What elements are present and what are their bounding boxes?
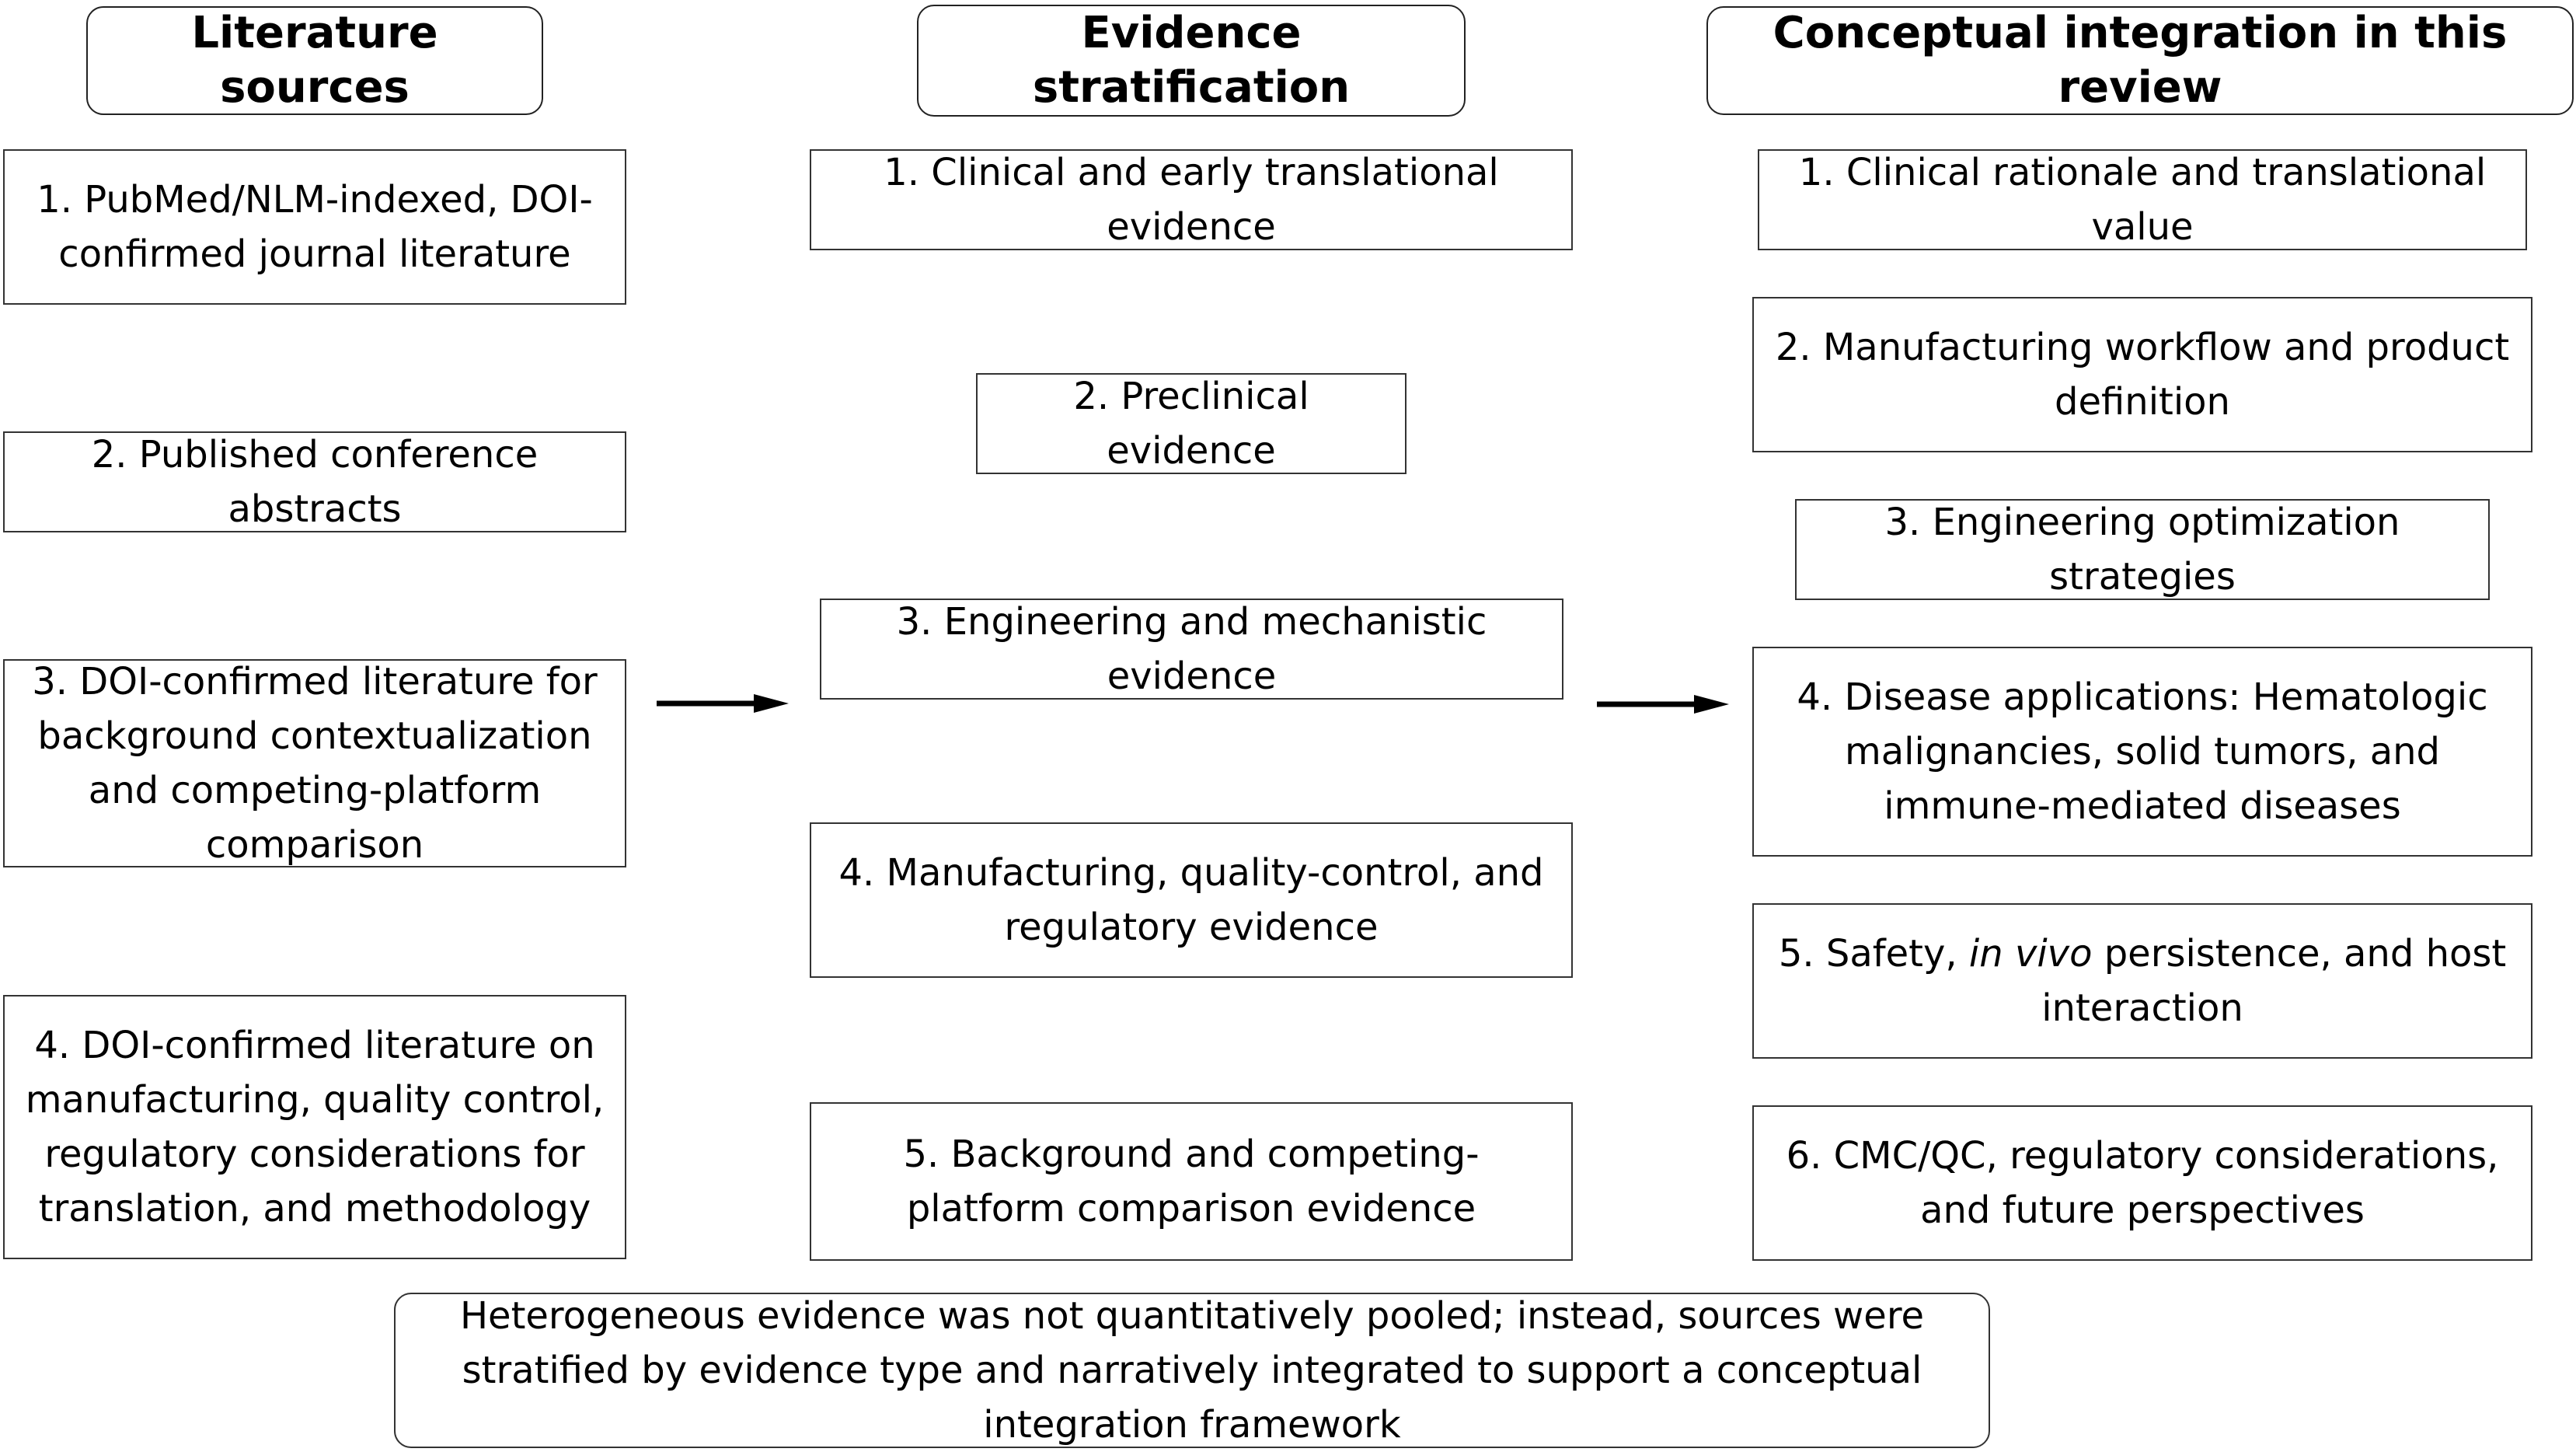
arrow-right-icon <box>657 694 789 713</box>
header-literature-sources: Literature sources <box>86 6 543 115</box>
integration-box-5-text-italic: in vivo <box>1968 932 2093 976</box>
header-evidence-stratification-label: Evidence stratification <box>1032 8 1351 113</box>
stratification-box-3-text: 3. Engineering and mechanistic evidence <box>896 600 1487 698</box>
integration-box-5-text: 5. Safety, in vivo persistence, and host… <box>1769 927 2515 1035</box>
integration-box-4-text: 4. Disease applications: Hematologic mal… <box>1797 675 2488 828</box>
integration-box-5-text-after: persistence, and host interaction <box>2041 932 2507 1030</box>
stratification-box-5-text: 5. Background and competing-platform com… <box>903 1133 1480 1230</box>
integration-box-1: 1. Clinical rationale and translational … <box>1758 149 2527 250</box>
source-box-2: 2. Published conference abstracts <box>3 431 626 532</box>
source-box-1-text: 1. PubMed/NLM-indexed, DOI-confirmed jou… <box>37 178 593 276</box>
source-box-3-text: 3. DOI-confirmed literature for backgrou… <box>32 660 598 867</box>
integration-box-3-text: 3. Engineering optimization strategies <box>1884 501 2400 599</box>
source-box-3: 3. DOI-confirmed literature for backgrou… <box>3 659 626 867</box>
header-conceptual-integration-label: Conceptual integration in this review <box>1773 8 2508 113</box>
source-box-1: 1. PubMed/NLM-indexed, DOI-confirmed jou… <box>3 149 626 305</box>
integration-box-2-text: 2. Manufacturing workflow and product de… <box>1775 326 2510 424</box>
integration-box-5-text-before: 5. Safety, <box>1778 932 1969 976</box>
arrow-right-icon <box>1597 695 1729 714</box>
header-conceptual-integration: Conceptual integration in this review <box>1706 6 2574 115</box>
footnote-text: Heterogeneous evidence was not quantitat… <box>459 1294 1925 1447</box>
header-literature-sources-label: Literature sources <box>191 8 438 113</box>
header-evidence-stratification: Evidence stratification <box>917 5 1466 117</box>
integration-box-2: 2. Manufacturing workflow and product de… <box>1752 297 2532 452</box>
stratification-box-4: 4. Manufacturing, quality-control, and r… <box>810 822 1573 978</box>
integration-box-4: 4. Disease applications: Hematologic mal… <box>1752 647 2532 857</box>
stratification-box-2-text: 2. Preclinical evidence <box>1073 375 1309 473</box>
stratification-box-2: 2. Preclinical evidence <box>976 373 1407 474</box>
stratification-box-3: 3. Engineering and mechanistic evidence <box>820 599 1563 700</box>
stratification-box-4-text: 4. Manufacturing, quality-control, and r… <box>838 851 1544 949</box>
integration-box-6: 6. CMC/QC, regulatory considerations, an… <box>1752 1105 2532 1261</box>
stratification-box-5: 5. Background and competing-platform com… <box>810 1102 1573 1261</box>
source-box-4: 4. DOI-confirmed literature on manufactu… <box>3 995 626 1259</box>
stratification-box-1: 1. Clinical and early translational evid… <box>810 149 1573 250</box>
integration-box-3: 3. Engineering optimization strategies <box>1795 499 2490 600</box>
footnote-box: Heterogeneous evidence was not quantitat… <box>394 1293 1990 1448</box>
integration-box-6-text: 6. CMC/QC, regulatory considerations, an… <box>1786 1134 2499 1232</box>
source-box-2-text: 2. Published conference abstracts <box>91 433 539 531</box>
stratification-box-1-text: 1. Clinical and early translational evid… <box>884 151 1499 249</box>
integration-box-5: 5. Safety, in vivo persistence, and host… <box>1752 903 2532 1059</box>
source-box-4-text: 4. DOI-confirmed literature on manufactu… <box>25 1024 605 1230</box>
integration-box-1-text: 1. Clinical rationale and translational … <box>1798 151 2487 249</box>
